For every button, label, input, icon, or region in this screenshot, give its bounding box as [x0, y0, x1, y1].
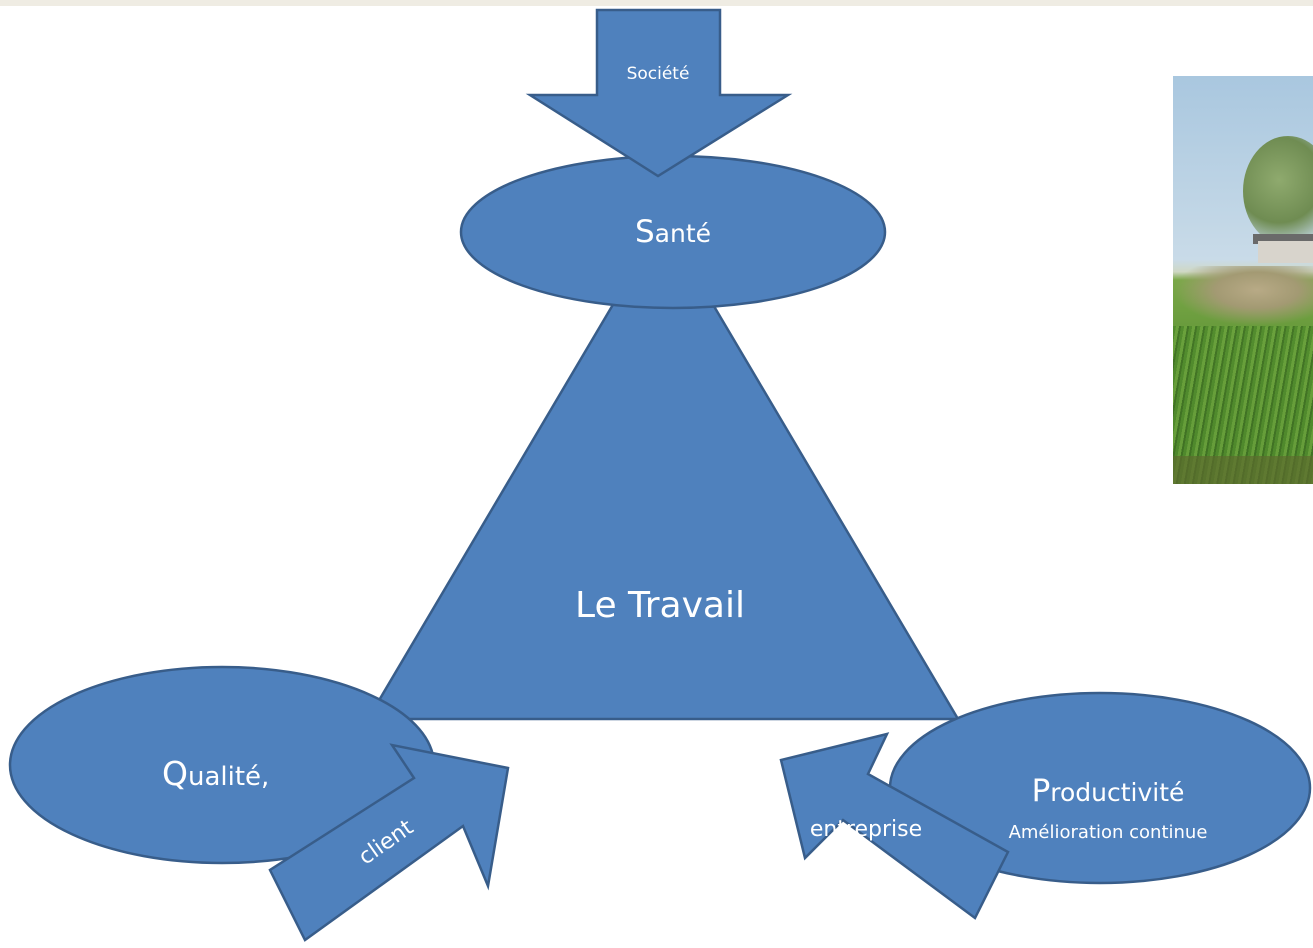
photo-path [1173, 266, 1313, 326]
sante-label: Santé [635, 214, 711, 250]
photo-roof [1253, 234, 1313, 244]
qualite-label: Qualité, [162, 754, 269, 793]
photo-ground [1173, 456, 1313, 484]
entreprise-label: entreprise [810, 817, 922, 842]
slide-top-band [0, 0, 1313, 6]
client-arrow [268, 743, 510, 942]
landscape-photo [1173, 76, 1313, 484]
sante-label-cap: S [635, 214, 655, 250]
center-label: Le Travail [575, 585, 745, 626]
societe-label: Société [627, 64, 690, 84]
sante-label-rest: anté [655, 219, 711, 248]
entreprise-arrow [779, 732, 1010, 920]
qualite-label-rest: ualité, [188, 762, 269, 792]
societe-arrow [525, 8, 793, 178]
photo-house [1258, 241, 1313, 263]
productivite-label-cap: P [1032, 773, 1051, 809]
productivite-sublabel: Amélioration continue [1009, 822, 1208, 843]
travail-triangle [365, 217, 961, 721]
qualite-label-cap: Q [162, 754, 188, 793]
productivite-label-rest: roductivité [1050, 778, 1184, 807]
productivite-label: Productivité [1032, 773, 1185, 809]
photo-tree [1243, 136, 1313, 246]
